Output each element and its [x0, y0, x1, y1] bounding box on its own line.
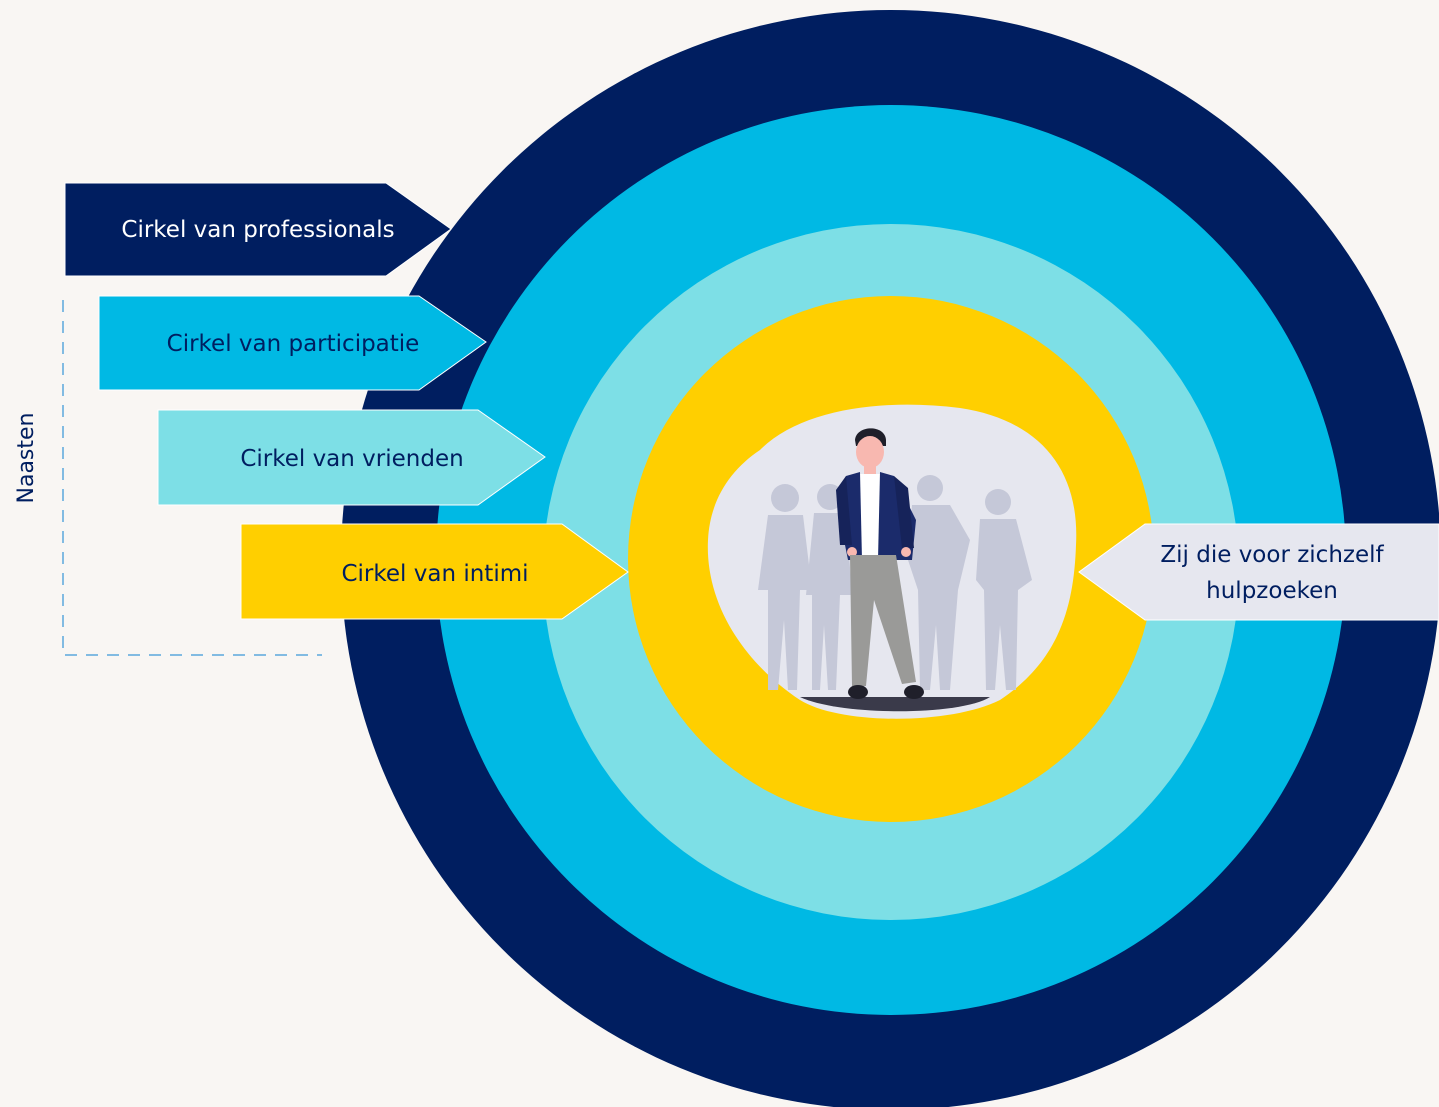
hulpzoekers-label-line2: hulpzoeken: [1206, 578, 1338, 604]
naasten-label: Naasten: [14, 413, 39, 504]
arrow-vrienden-label: Cirkel van vrienden: [240, 446, 463, 472]
silhouette-3: [908, 475, 970, 690]
arrow-participatie: Cirkel van participatie: [98, 295, 487, 391]
main-person: [836, 428, 924, 699]
silhouette-1: [758, 484, 812, 690]
arrow-vrienden: Cirkel van vrienden: [157, 409, 546, 506]
silhouette-4: [976, 489, 1032, 690]
arrow-professionals-label: Cirkel van professionals: [121, 217, 394, 243]
arrow-participatie-label: Cirkel van participatie: [167, 331, 420, 357]
arrow-intimi-label: Cirkel van intimi: [341, 561, 528, 587]
arrow-intimi: Cirkel van intimi: [240, 523, 629, 620]
arrow-hulpzoekers: Zij die voor zichzelf hulpzoeken: [1078, 523, 1439, 621]
hulpzoekers-label-line1: Zij die voor zichzelf: [1160, 542, 1384, 568]
naasten-bracket: [62, 300, 322, 656]
people-illustration: [758, 428, 1032, 712]
arrow-professionals: Cirkel van professionals: [64, 182, 452, 277]
floor-shadow: [800, 697, 990, 712]
